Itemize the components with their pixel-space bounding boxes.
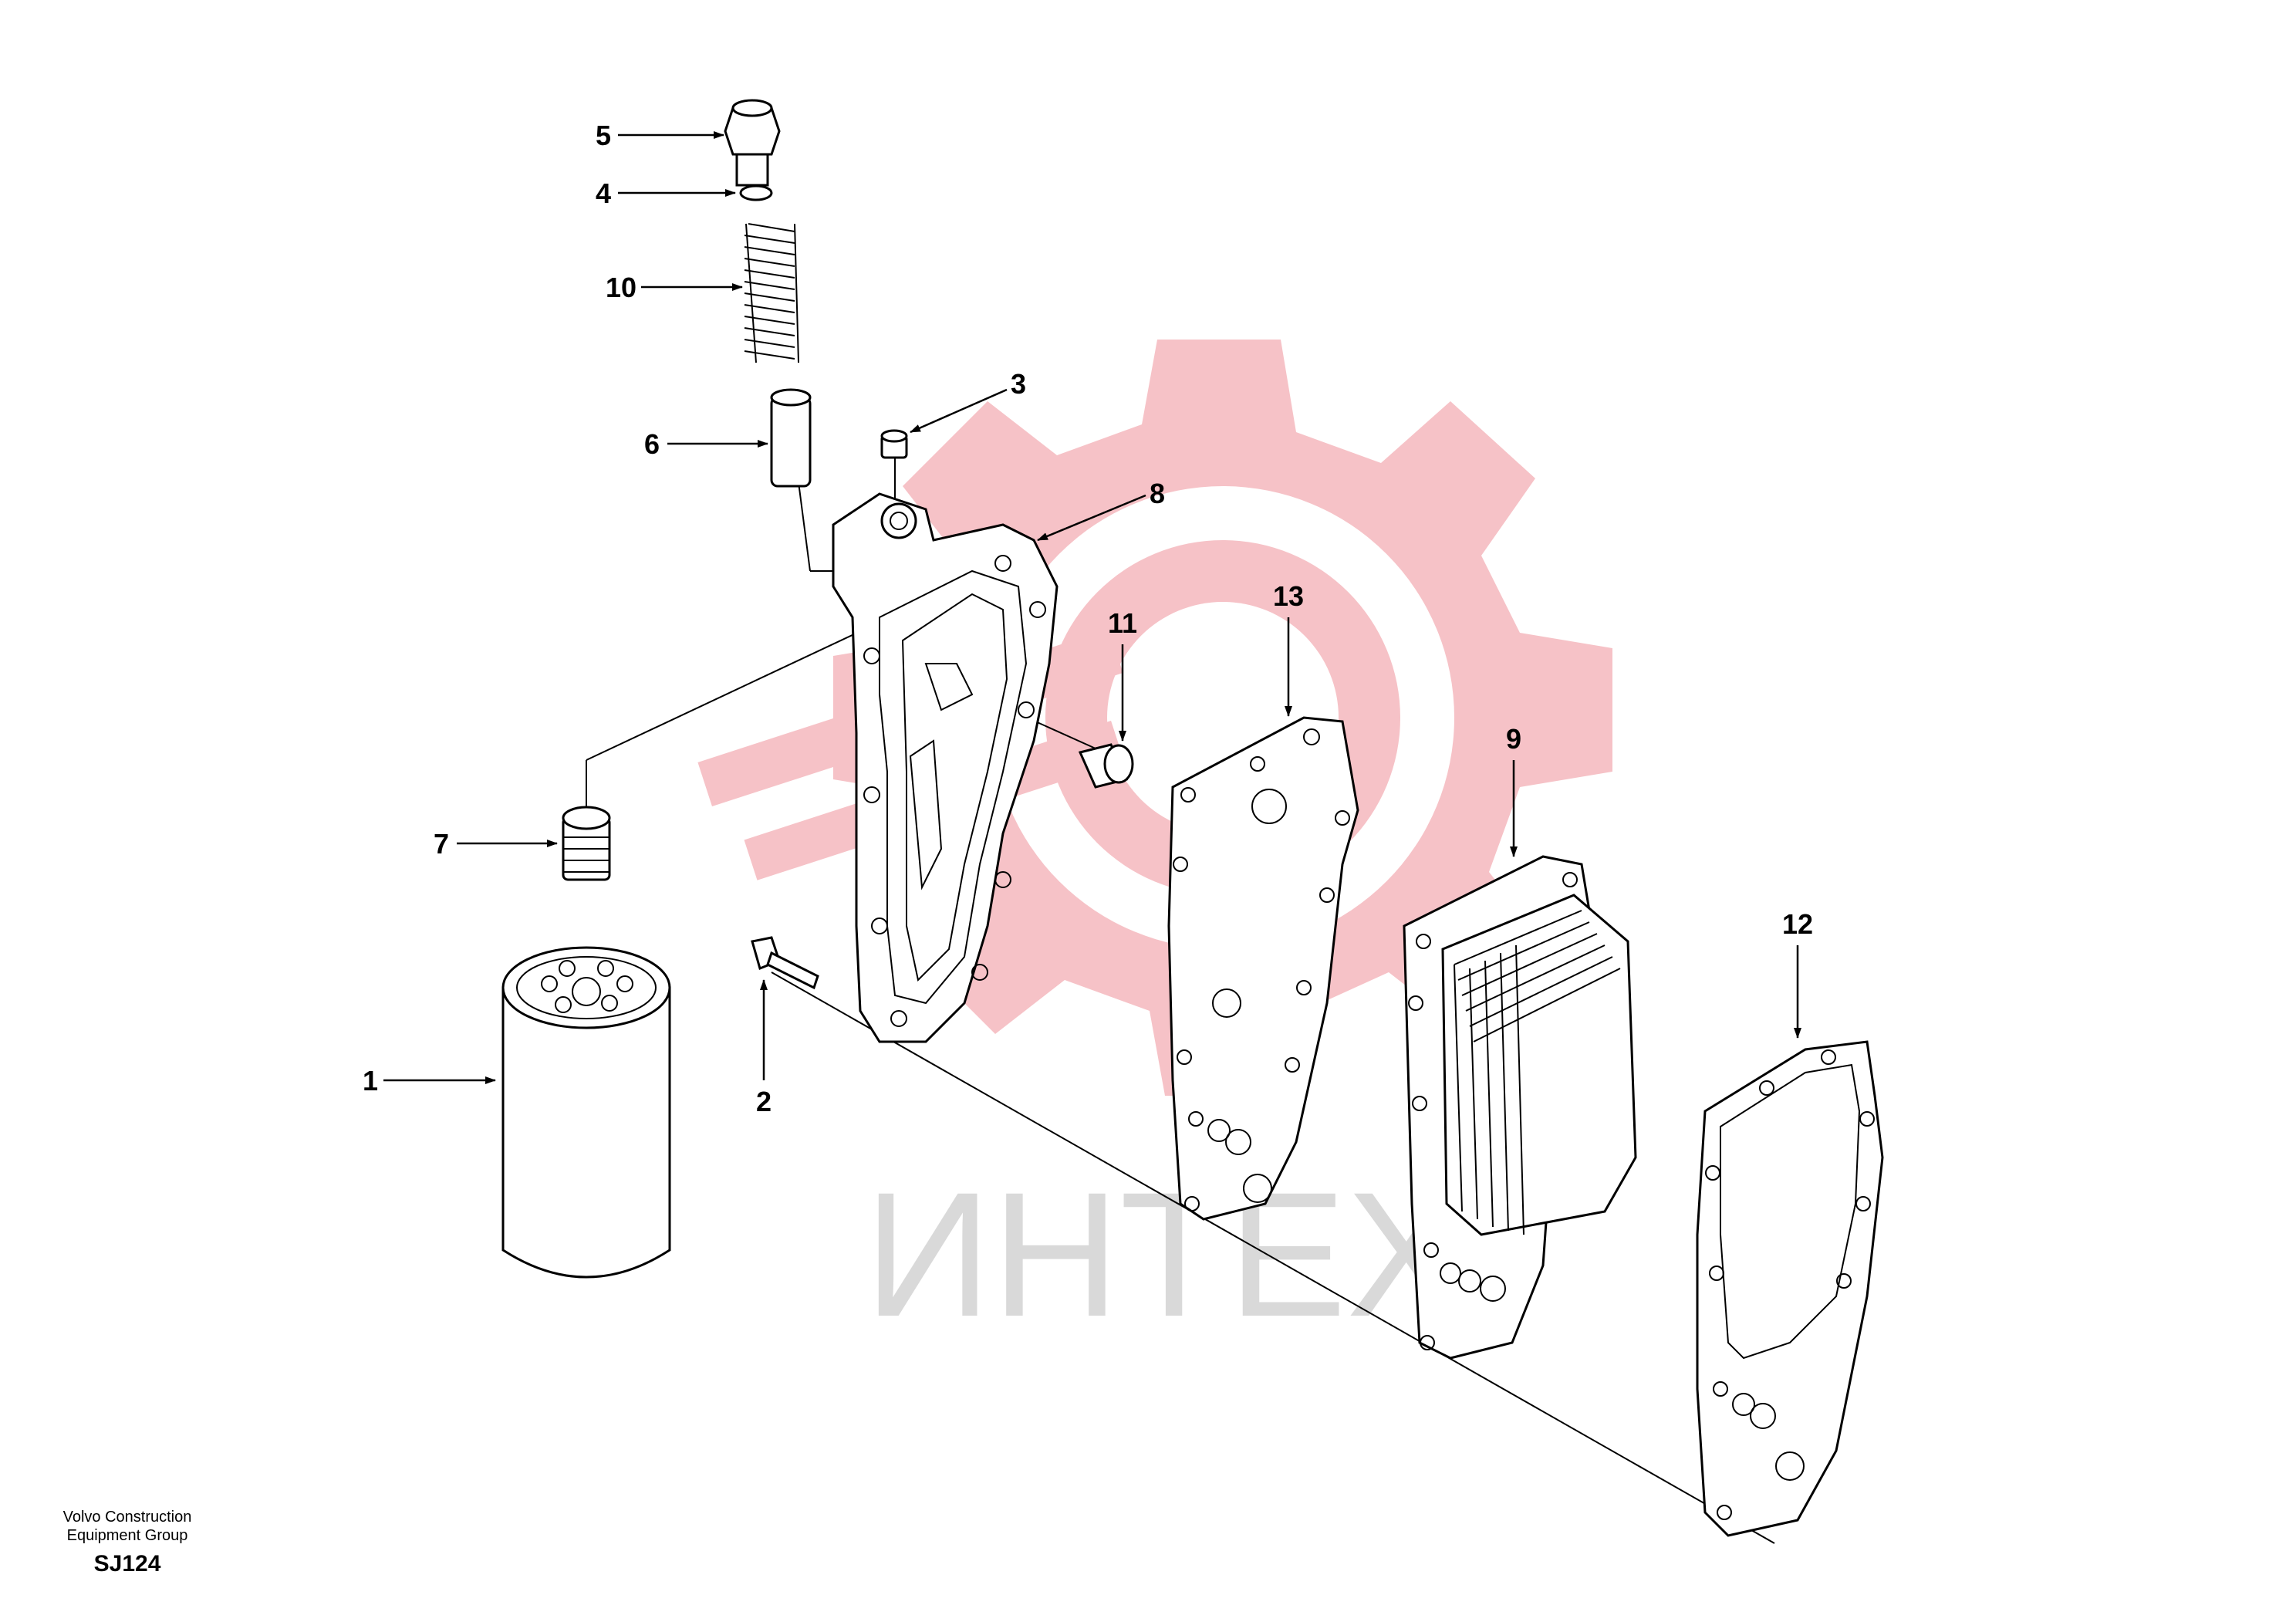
callout-11: 11 — [1108, 607, 1137, 639]
callout-7: 7 — [434, 828, 449, 860]
part-bolt — [751, 936, 819, 990]
part-oil-cooler — [1403, 855, 1637, 1360]
callout-8: 8 — [1150, 478, 1165, 509]
part-spring — [744, 223, 799, 363]
part-o-ring — [739, 184, 773, 201]
callout-labels: 1 2 3 4 5 6 7 8 9 10 11 12 13 — [363, 120, 1813, 1117]
part-gasket-13 — [1167, 716, 1359, 1221]
callout-3: 3 — [1011, 368, 1026, 400]
callout-12: 12 — [1782, 908, 1813, 940]
callout-9: 9 — [1506, 723, 1521, 755]
callout-leaders — [383, 131, 1801, 1084]
callout-13: 13 — [1273, 580, 1304, 612]
part-threaded-nipple — [562, 806, 611, 881]
footer-drawing-code: SJ124 — [93, 1551, 161, 1576]
part-small-plug — [880, 429, 908, 459]
footer-organization: Volvo Construction Equipment Group — [31, 1508, 224, 1545]
part-filter-head — [832, 492, 1059, 1043]
watermark-text: ИНТЕХ — [864, 1155, 1465, 1353]
footer-org-line-1: Volvo Construction — [62, 1509, 192, 1526]
callout-6: 6 — [644, 428, 660, 460]
part-fitting — [1078, 743, 1134, 789]
callout-5: 5 — [596, 120, 611, 151]
part-piston — [770, 388, 812, 488]
footer-org-line-2: Equipment Group — [66, 1527, 188, 1544]
part-gasket-12 — [1696, 1040, 1884, 1537]
callout-2: 2 — [756, 1086, 772, 1117]
callout-1: 1 — [363, 1065, 378, 1097]
part-oil-filter — [501, 946, 671, 1279]
part-plug — [724, 99, 781, 187]
callout-4: 4 — [596, 177, 611, 209]
callout-10: 10 — [606, 272, 636, 303]
